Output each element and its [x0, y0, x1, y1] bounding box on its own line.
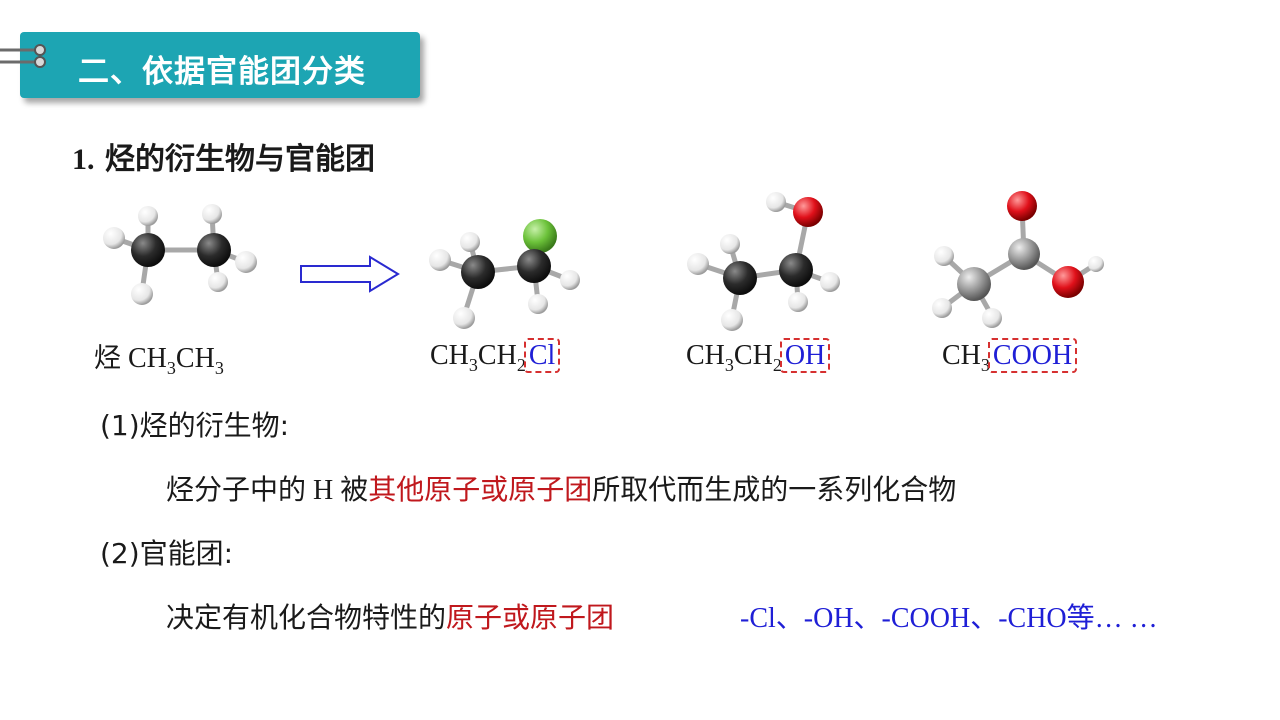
formula-subscript: 3 [724, 355, 734, 375]
section-title: 烃的衍生物与官能团 [104, 142, 375, 177]
definition-text: 烃分子中的 [166, 473, 307, 506]
highlighted-phrase: 其他原子或原子团 [368, 473, 593, 506]
hydrogen-symbol: H [306, 475, 341, 506]
chloroethane-model [429, 219, 580, 329]
formula-subscript: 3 [166, 358, 176, 378]
derivative-label: (1)烃的衍生物: [100, 409, 290, 442]
formula-text: CH [686, 340, 725, 371]
functional-group-box: COOH [987, 338, 1078, 373]
formula-text: CH [733, 340, 773, 371]
formula-subscript: 2 [772, 355, 782, 375]
ethane-model [103, 204, 257, 305]
formula-text: CH [128, 343, 167, 374]
formula-text: CH [175, 343, 215, 374]
formula-text: CH [430, 340, 469, 371]
section-heading: 1. 烃的衍生物与官能团 [72, 134, 375, 178]
functional-group-examples: -Cl、-OH、-COOH、-CHO等… … [740, 603, 1158, 634]
formula-subscript: 3 [214, 358, 224, 378]
hydrocarbon-label: 烃 [94, 343, 121, 374]
formula-subscript: 2 [516, 355, 526, 375]
functional-group-box: Cl [523, 338, 561, 373]
highlighted-phrase: 原子或原子团 [446, 601, 615, 634]
definition-text: 被 [340, 473, 369, 506]
formula-subscript: 3 [468, 355, 478, 375]
definition-text: 决定有机化合物特性的 [166, 601, 447, 634]
ethane-formula: 烃 CH3CH3 [94, 336, 224, 378]
functional-group-definition: 决定有机化合物特性的原子或原子团 [166, 596, 614, 636]
acetic-acid-model [932, 191, 1104, 328]
binder-rings-icon [0, 44, 46, 68]
definition-text: 所取代而生成的一系列化合物 [592, 473, 957, 506]
formula-text: CH [942, 340, 981, 371]
formula-text: CH [477, 340, 517, 371]
ethanol-model [687, 192, 840, 331]
functional-group-label: (2)官能团: [100, 537, 234, 570]
formula-subscript: 3 [980, 355, 990, 375]
banner-title: 二、依据官能团分类 [78, 54, 366, 90]
section-banner: 二、依据官能团分类 [20, 32, 420, 98]
functional-group-box: OH [779, 338, 831, 373]
transform-arrow-icon [300, 255, 400, 293]
section-number: 1. [72, 143, 95, 176]
derivative-definition: 烃分子中的 H 被其他原子或原子团所取代而生成的一系列化合物 [166, 468, 956, 508]
